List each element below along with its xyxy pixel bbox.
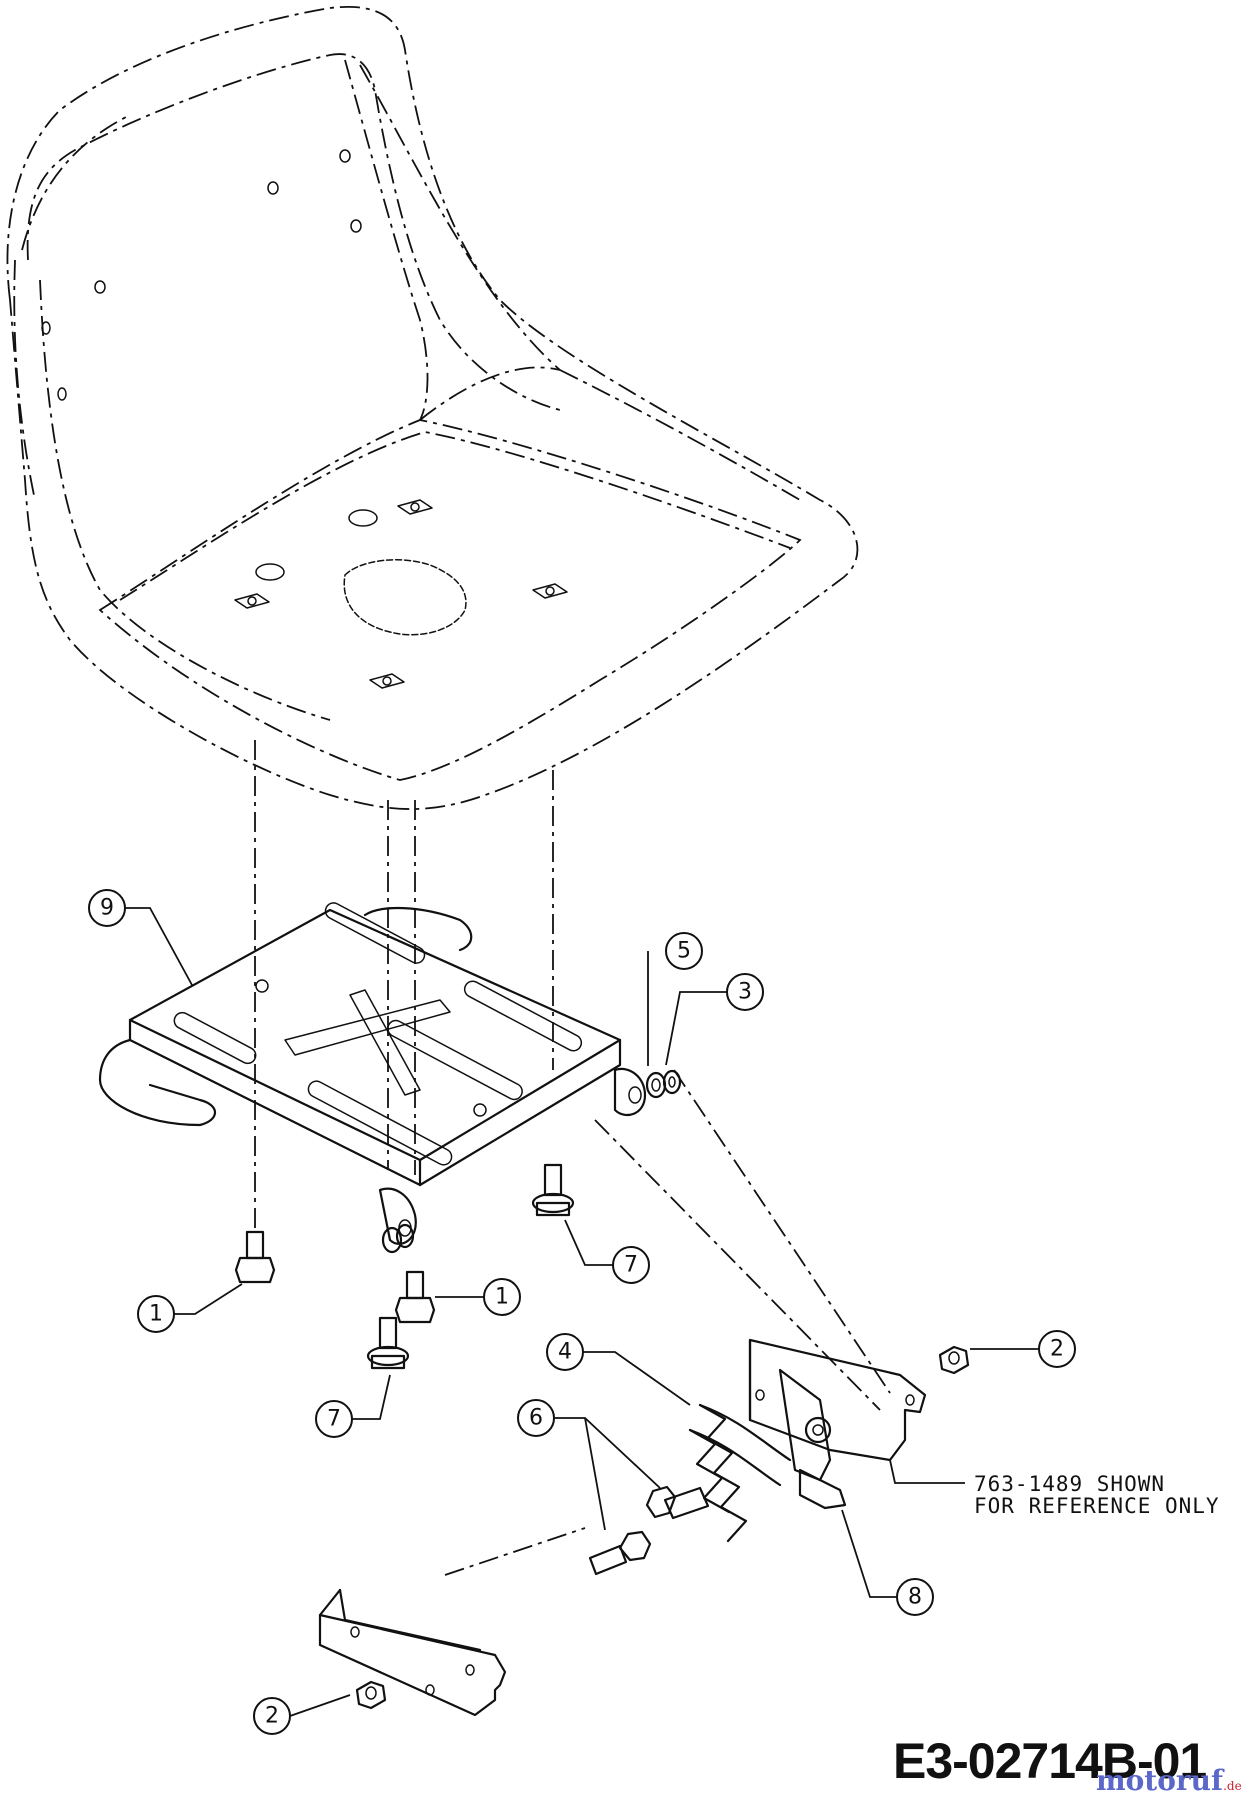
seat-shell (6, 6, 859, 810)
bolt-part-6-lower (588, 1530, 652, 1576)
shoulder-bolt-part-7-left (366, 1316, 410, 1370)
reference-note-line-1: 763-1489 SHOWN (974, 1472, 1165, 1496)
svg-text:7: 7 (624, 1253, 638, 1278)
callout-7-left: 7 (315, 1400, 353, 1438)
svg-text:4: 4 (558, 1340, 572, 1365)
callout-8: 8 (896, 1578, 934, 1616)
callout-9: 9 (88, 889, 126, 927)
callout-4: 4 (546, 1333, 584, 1371)
svg-text:6: 6 (529, 1406, 543, 1431)
leader-lines (125, 907, 1039, 1717)
callout-7-right: 7 (612, 1246, 650, 1284)
svg-text:2: 2 (1050, 1337, 1064, 1362)
washer-part-5 (645, 1071, 667, 1099)
watermark-text: motoruf (1096, 1764, 1224, 1797)
svg-text:1: 1 (495, 1285, 509, 1310)
hinge-hardware-left (381, 1223, 415, 1254)
seat-mounting-plate (98, 902, 647, 1245)
reference-note-line-2: FOR REFERENCE ONLY (974, 1494, 1220, 1518)
reference-note: 763-1489 SHOWN FOR REFERENCE ONLY (974, 1472, 1220, 1518)
drawing-code: E3-02714B-01 (893, 1733, 1207, 1789)
lower-bracket (318, 1588, 507, 1717)
svg-text:3: 3 (738, 980, 752, 1005)
svg-text:5: 5 (677, 939, 691, 964)
callout-3: 3 (726, 973, 764, 1011)
callout-6: 6 (517, 1399, 555, 1437)
callout-2-lower: 2 (253, 1697, 291, 1735)
bolt-part-1-left (234, 1230, 276, 1284)
nut-part-2-upper (938, 1345, 970, 1375)
svg-text:7: 7 (327, 1407, 341, 1432)
bolt-part-1-right (394, 1270, 436, 1324)
callout-1-right: 1 (483, 1278, 521, 1316)
svg-text:1: 1 (149, 1302, 163, 1327)
assembly-lines (254, 740, 891, 1576)
nut-part-2-lower (355, 1680, 387, 1710)
latch-bracket-part-8 (748, 1338, 927, 1510)
callout-5: 5 (665, 932, 703, 970)
watermark-suffix: .de (1223, 1779, 1242, 1793)
shoulder-bolt-part-7-right (531, 1163, 575, 1217)
svg-text:2: 2 (265, 1704, 279, 1729)
spring-part-4 (688, 1403, 792, 1543)
nut-part-3 (662, 1069, 682, 1095)
callout-1-left: 1 (137, 1295, 175, 1333)
svg-text:9: 9 (100, 896, 114, 921)
bolt-part-6-upper (645, 1485, 710, 1520)
watermark-logo: motoruf.de (1096, 1764, 1242, 1797)
callout-2-upper: 2 (1038, 1330, 1076, 1368)
svg-text:8: 8 (908, 1585, 922, 1610)
